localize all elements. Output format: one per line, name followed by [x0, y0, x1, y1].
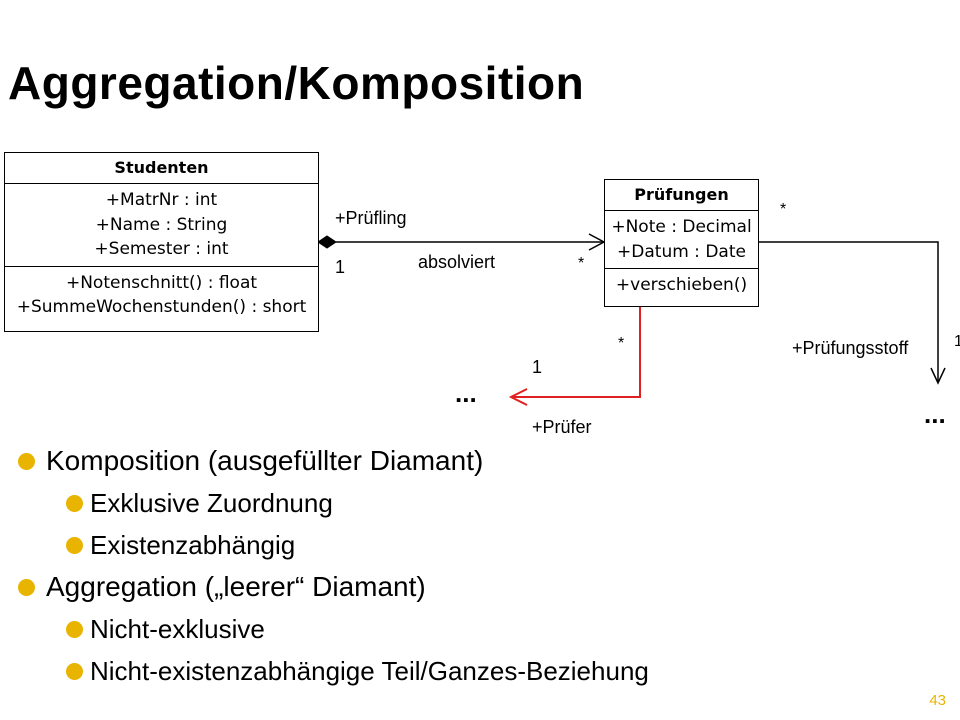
- class-studenten: Studenten +MatrNr : int +Name : String +…: [4, 152, 319, 332]
- class-pruefungen: Prüfungen +Note : Decimal +Datum : Date …: [604, 179, 759, 307]
- bullet-text: Aggregation („leerer“ Diamant): [46, 571, 426, 602]
- operation: +verschieben(): [615, 275, 748, 295]
- slide-number: 43: [929, 692, 946, 709]
- operations-section: +verschieben(): [605, 269, 758, 302]
- attribute: +Semester : int: [94, 239, 229, 259]
- slide-title: Aggregation/Komposition: [8, 57, 585, 109]
- bullet-text: Nicht-exklusive: [90, 614, 265, 644]
- attribute: +Note : Decimal: [611, 217, 752, 237]
- role-pruefungsstoff-label: +Prüfungsstoff: [792, 338, 909, 358]
- pruefer-association: [508, 306, 641, 406]
- bullet-text: Nicht-existenzabhängige Teil/Ganzes-Bezi…: [90, 656, 649, 686]
- composition-diamond: [317, 235, 337, 249]
- bullet-dot-icon: [18, 453, 35, 470]
- absolviert-association: [317, 233, 606, 251]
- bullet-dot-icon: [66, 663, 83, 680]
- class-name: Prüfungen: [605, 180, 758, 211]
- operations-section: +Notenschnitt() : float +SummeWochenstun…: [5, 267, 318, 324]
- attributes-section: +Note : Decimal +Datum : Date: [605, 211, 758, 269]
- bullet-subitem: Exklusive Zuordnung: [18, 482, 649, 524]
- role-pruefling-label: +Prüfling: [335, 208, 407, 228]
- class-name: Studenten: [5, 153, 318, 184]
- pruefungsstoff-association: [758, 241, 946, 385]
- association-name-label: absolviert: [418, 252, 495, 272]
- multiplicity-one-label: 1: [532, 357, 542, 377]
- multiplicity-star-label: *: [578, 255, 584, 272]
- multiplicity-star-label: *: [780, 201, 786, 218]
- bullet-dot-icon: [66, 495, 83, 512]
- role-pruefer-label: +Prüfer: [532, 417, 592, 437]
- bullet-list: Komposition (ausgefüllter Diamant) Exklu…: [18, 440, 649, 692]
- operation: +Notenschnitt() : float: [65, 272, 258, 293]
- bullet-subitem: Nicht-exklusive: [18, 608, 649, 650]
- bullet-item: Aggregation („leerer“ Diamant): [18, 566, 649, 608]
- bullet-text: Exklusive Zuordnung: [90, 488, 333, 518]
- open-arrowhead: [930, 367, 946, 385]
- bullet-subitem: Existenzabhängig: [18, 524, 649, 566]
- bullet-dot-icon: [66, 537, 83, 554]
- ellipsis-left: ...: [455, 378, 477, 408]
- operation: +SummeWochenstunden() : short: [16, 297, 307, 317]
- bullet-item: Komposition (ausgefüllter Diamant): [18, 440, 649, 482]
- ellipsis-right: ...: [924, 399, 946, 429]
- bullet-text: Existenzabhängig: [90, 530, 296, 560]
- bullet-dot-icon: [18, 579, 35, 596]
- attribute: +Datum : Date: [617, 241, 746, 262]
- multiplicity-star-label: *: [618, 335, 624, 352]
- open-arrowhead: [508, 388, 528, 406]
- multiplicity-one-label: 1: [954, 333, 960, 350]
- bullet-subitem: Nicht-existenzabhängige Teil/Ganzes-Bezi…: [18, 650, 649, 692]
- multiplicity-one-label: 1: [335, 257, 345, 277]
- attribute: +Name : String: [95, 214, 228, 235]
- bullet-text: Komposition (ausgefüllter Diamant): [46, 445, 484, 476]
- attribute: +MatrNr : int: [105, 190, 218, 210]
- bullet-dot-icon: [66, 621, 83, 638]
- uml-diagram: +Prüfling 1 absolviert * * +Prüfungsstof…: [317, 201, 960, 437]
- attributes-section: +MatrNr : int +Name : String +Semester :…: [5, 184, 318, 267]
